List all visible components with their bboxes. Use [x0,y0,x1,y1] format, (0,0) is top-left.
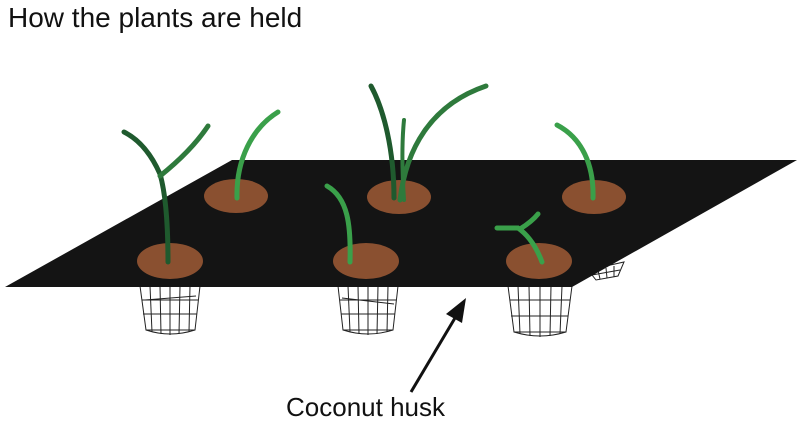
seedling [400,118,406,202]
plant-pot [333,243,399,279]
basket-left [139,285,201,335]
basket-middle [337,285,399,335]
seedling [234,109,281,201]
coconut-husk-label: Coconut husk [286,392,445,422]
basket-right [507,285,573,337]
diagram-title: How the plants are held [8,2,303,33]
seedling [517,211,541,232]
seedling [157,123,211,179]
seedling [554,122,596,201]
seedling [368,83,397,201]
husk-arrow [409,298,466,393]
seedling [324,183,353,265]
basket-back [587,261,625,281]
